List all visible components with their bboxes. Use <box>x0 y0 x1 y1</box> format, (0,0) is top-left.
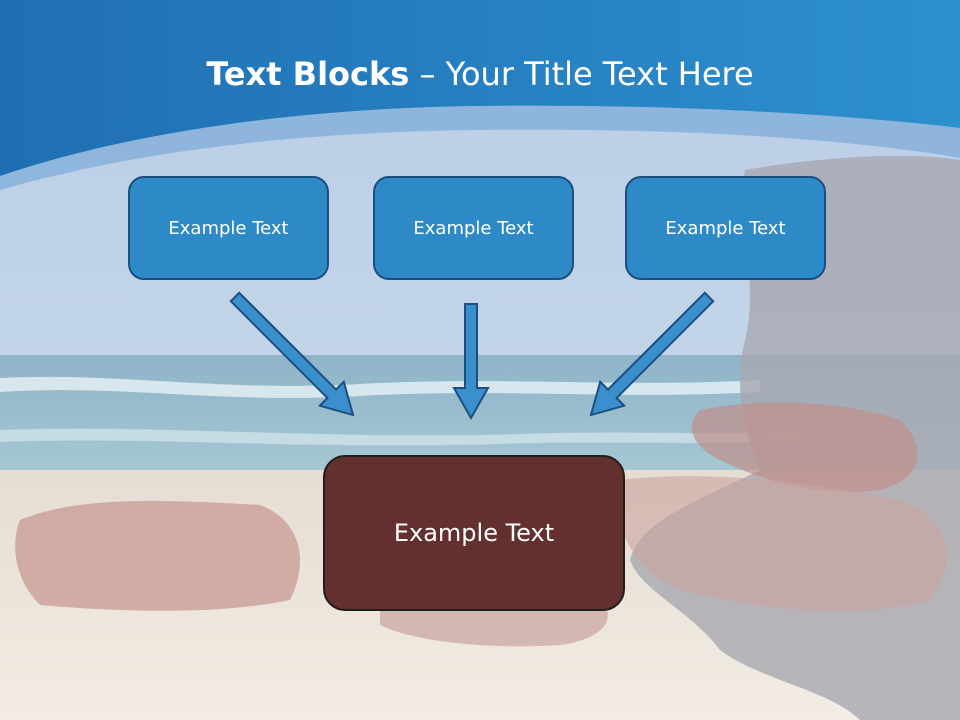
title-separator: – <box>409 55 446 93</box>
rock-right-lower <box>617 476 947 611</box>
wave-foam <box>0 376 760 398</box>
result-block-label: Example Text <box>393 519 555 547</box>
wave-foam-lower <box>0 428 800 446</box>
text-block-left[interactable]: Example Text <box>128 176 329 280</box>
arrow-down-right-icon <box>229 291 355 417</box>
arrow-down-left-icon <box>589 291 715 417</box>
arrow-down-icon <box>452 303 490 421</box>
text-block-right-label: Example Text <box>665 217 786 239</box>
rock-left <box>15 500 301 611</box>
text-block-left-label: Example Text <box>168 217 289 239</box>
text-block-right[interactable]: Example Text <box>625 176 826 280</box>
header-band <box>0 0 960 176</box>
text-block-center[interactable]: Example Text <box>373 176 574 280</box>
rock-right <box>691 402 918 492</box>
slide-title: Text Blocks – Your Title Text Here <box>0 52 960 96</box>
text-block-center-label: Example Text <box>413 217 534 239</box>
title-bold: Text Blocks <box>206 55 410 93</box>
title-rest: Your Title Text Here <box>445 55 754 93</box>
arrows-group <box>229 291 715 421</box>
header-arc <box>0 105 960 190</box>
result-block[interactable]: Example Text <box>323 455 625 611</box>
